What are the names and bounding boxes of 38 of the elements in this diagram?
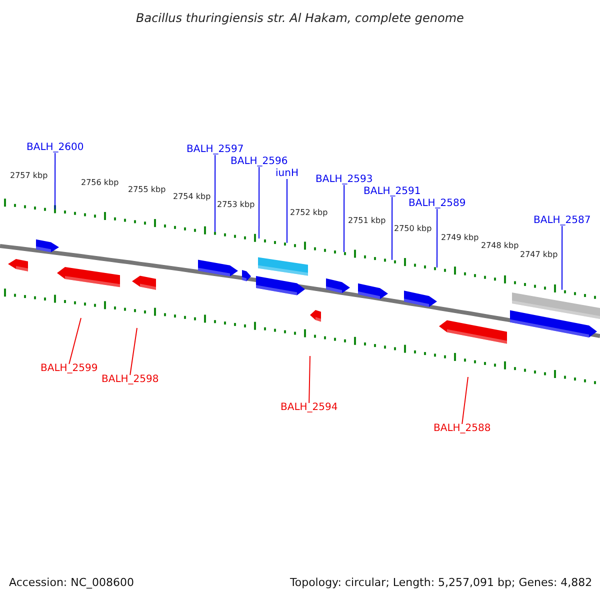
leader-line [436,208,438,268]
gene-label: BALH_2588 [434,424,491,434]
gene-label: BALH_2594 [280,403,338,413]
leader-line [68,318,82,364]
leader-line [130,328,138,376]
scale-label: 2756 kbp [81,178,119,187]
leader-line [392,196,393,260]
scale-label: 2755 kbp [128,186,166,194]
leader-line [54,152,56,210]
gene-label: BALH_2589 [408,199,466,209]
scale-label: 2747 kbp [520,251,558,260]
footer-text: Accession: NC_008600 [9,576,134,588]
leader-line [286,178,288,244]
gene-label: iunH [276,169,298,179]
gene-label: BALH_2596 [230,157,288,167]
diagram-title: Bacillus thuringiensis str. Al Hakam, complete genome [136,12,464,24]
gene-label: BALH_2587 [534,216,591,226]
gene-label: BALH_2591 [364,187,421,197]
footer-text: Topology: circular; Length: 5,257,091 bp; Genes: 4,882 [290,576,592,588]
scale-label: 2754 kbp [173,193,211,202]
leader-line [344,184,345,252]
scale-label: 2752 kbp [290,208,328,217]
scale-label: 2748 kbp [481,242,519,250]
gene-label: BALH_2599 [40,364,98,374]
gene-label: BALH_2598 [102,375,159,385]
scale-label: 2751 kbp [348,216,386,225]
leader-line [258,166,260,239]
scale-label: 2749 kbp [441,234,479,242]
gene-label: BALH_2600 [26,143,84,153]
leader-line [214,154,216,232]
leader-line [462,376,468,424]
scale-label: 2750 kbp [394,225,432,234]
scale-label: 2757 kbp [10,172,48,180]
gene-label: BALH_2597 [186,145,244,155]
scale-label: 2753 kbp [217,200,255,209]
leader-line [308,356,310,404]
gene-label: BALH_2593 [316,175,373,185]
leader-line [562,226,563,290]
